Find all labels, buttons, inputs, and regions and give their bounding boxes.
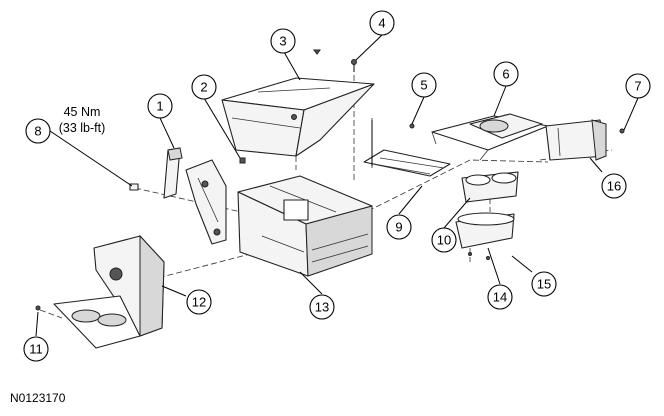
cup-holder-insert [461, 171, 519, 203]
callout-11: 11 [23, 336, 49, 362]
svg-text:8: 8 [34, 124, 41, 139]
svg-text:6: 6 [502, 67, 509, 82]
svg-text:12: 12 [192, 295, 206, 310]
screw-7 [619, 128, 625, 134]
callout-4: 4 [369, 10, 395, 36]
rear-vent [545, 119, 607, 161]
callout-10: 10 [431, 227, 457, 253]
svg-text:7: 7 [634, 79, 641, 94]
figure-id: N0123170 [10, 391, 66, 405]
svg-text:16: 16 [607, 179, 621, 194]
bracket-clip [239, 157, 246, 164]
svg-text:14: 14 [493, 290, 507, 305]
svg-text:15: 15 [537, 277, 551, 292]
callout-16: 16 [601, 173, 627, 199]
storage-bin [455, 212, 515, 260]
cup-holder-rail [431, 113, 549, 161]
callout-7: 7 [625, 73, 651, 99]
callout-5: 5 [411, 72, 437, 98]
torque-metric: 45 Nm [63, 105, 101, 119]
svg-text:2: 2 [200, 80, 207, 95]
callout-1: 1 [147, 93, 173, 119]
callout-6: 6 [493, 61, 519, 87]
console-lid [221, 77, 375, 157]
callout-8: 8 [25, 118, 51, 144]
front-cup-holder [53, 234, 165, 349]
screw-5 [409, 123, 415, 129]
leader-lines [35, 34, 639, 337]
callout-13: 13 [309, 294, 335, 320]
latch [163, 147, 183, 199]
callout-12: 12 [186, 289, 212, 315]
callout-9: 9 [386, 214, 412, 240]
mounting-bracket [363, 120, 451, 177]
torque-specification: 45 Nm (33 lb-ft) [50, 104, 114, 136]
side-bracket [185, 159, 227, 245]
screw-11 [35, 305, 41, 311]
bolt [129, 183, 139, 191]
torque-imperial: (33 lb-ft) [58, 121, 106, 135]
svg-text:11: 11 [29, 342, 43, 357]
svg-text:1: 1 [156, 99, 163, 114]
svg-text:5: 5 [420, 78, 427, 93]
svg-text:4: 4 [378, 16, 385, 31]
console-base [237, 175, 373, 277]
svg-text:9: 9 [395, 220, 402, 235]
callout-3: 3 [270, 28, 296, 54]
callout-2: 2 [191, 74, 217, 100]
callout-14: 14 [487, 284, 513, 310]
svg-text:10: 10 [437, 233, 451, 248]
screw-4 [351, 59, 357, 72]
svg-text:13: 13 [315, 300, 329, 315]
lid-clip [313, 49, 321, 55]
callout-15: 15 [531, 271, 557, 297]
svg-text:3: 3 [279, 34, 286, 49]
